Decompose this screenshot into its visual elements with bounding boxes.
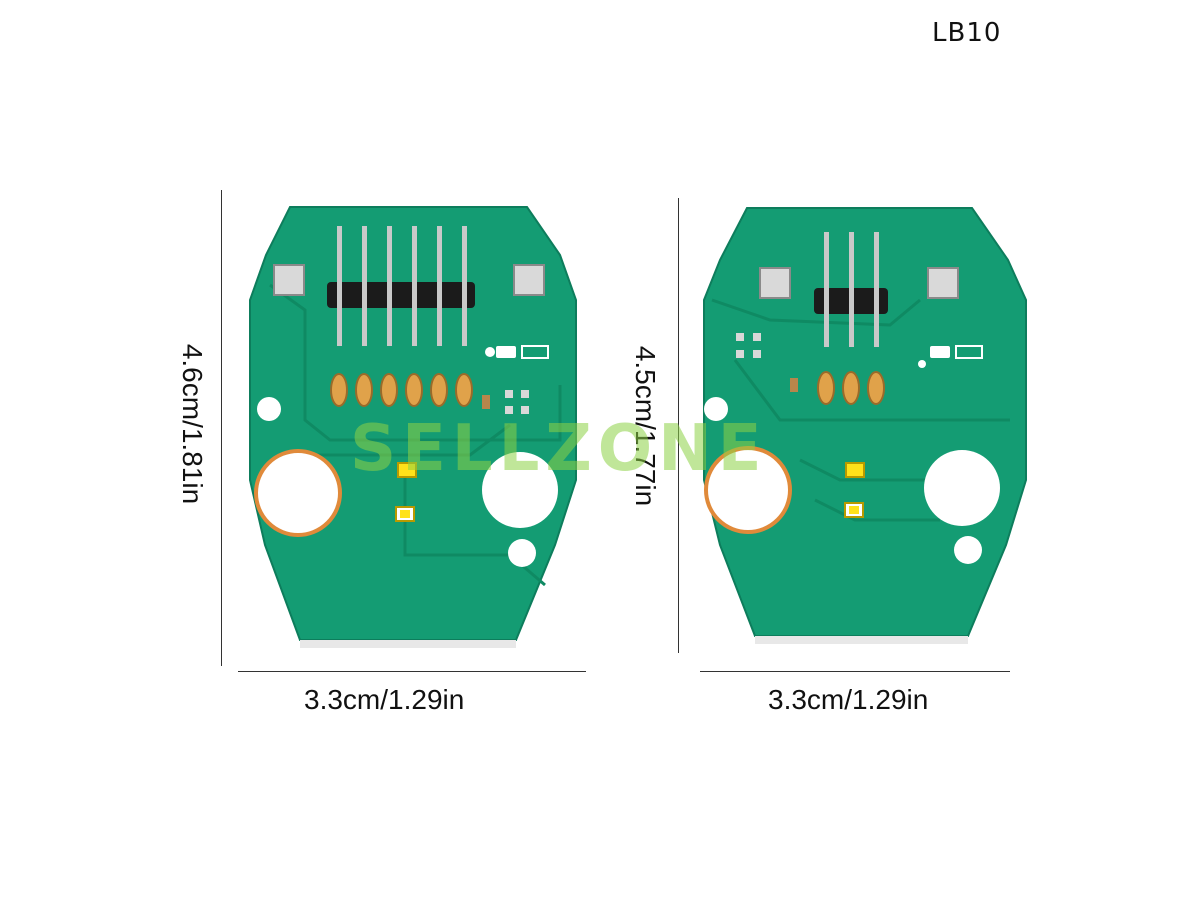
left-height-label: 4.6cm/1.81in [177, 343, 208, 505]
right-solder-pads [817, 371, 885, 405]
right-width-label: 3.3cm/1.29in [768, 684, 929, 715]
left-width-label: 3.3cm/1.29in [304, 684, 465, 715]
left-solder-pads [330, 373, 473, 407]
right-header-pins [824, 232, 879, 347]
right-pcb-board [703, 207, 1027, 644]
model-label: LB10 [932, 18, 1002, 48]
left-height-line [221, 190, 222, 666]
left-header-pins [337, 226, 467, 346]
left-width-line [238, 671, 586, 672]
right-width-line [700, 671, 1010, 672]
right-height-line [678, 198, 679, 653]
left-pcb-board [249, 206, 577, 648]
watermark-text: SELLZONE [350, 412, 768, 486]
